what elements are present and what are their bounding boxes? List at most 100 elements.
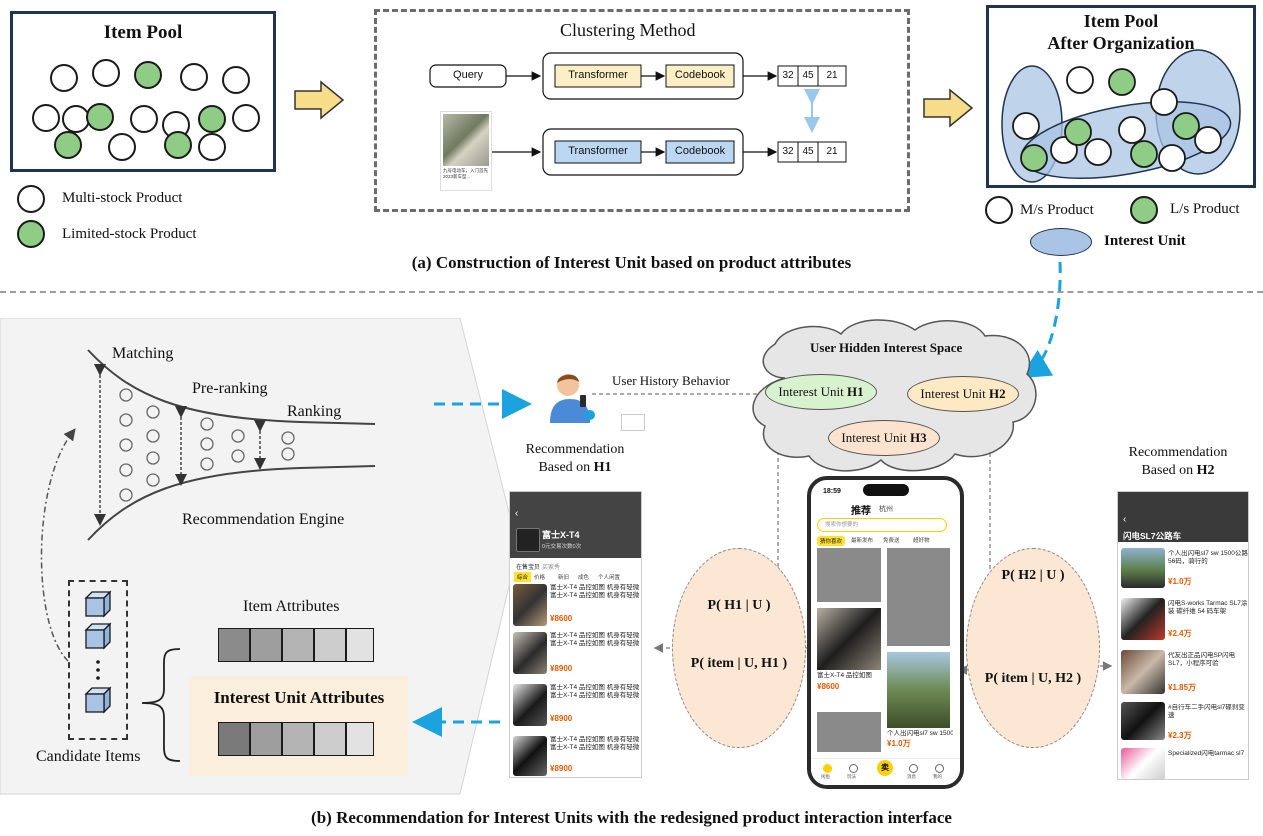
feed-card-bike[interactable] bbox=[887, 652, 950, 728]
legend-unit-icon bbox=[1030, 228, 1092, 256]
legend-ms-icon bbox=[985, 196, 1013, 224]
candidate-items-box bbox=[68, 580, 128, 740]
prob-ellipse-h2 bbox=[966, 548, 1100, 748]
product-price: ¥2.4万 bbox=[1168, 629, 1192, 638]
product-thumb[interactable] bbox=[1121, 548, 1165, 588]
chip[interactable]: 猜你喜欢 bbox=[817, 536, 846, 546]
organized-title-1: Item Pool bbox=[1083, 11, 1159, 31]
product-text: 代友出正品闪电SP闪电SL7，小程序可验 bbox=[1168, 652, 1236, 667]
product-text: Specialized闪电tarmac sl7 bbox=[1168, 750, 1245, 757]
product-text: 个人出闪电sl7 sw 1500公路 56码，骑行的 bbox=[1168, 550, 1248, 565]
device-placeholder bbox=[621, 414, 645, 431]
candidate-items-label: Candidate Items bbox=[36, 748, 141, 765]
legend-unit-label: Interest Unit bbox=[1104, 233, 1186, 249]
filter-chip[interactable]: 成色 bbox=[578, 575, 590, 581]
interest-unit-h3-label: Interest Unit H3 bbox=[828, 430, 940, 446]
filter-chip[interactable]: 综合 bbox=[514, 572, 532, 582]
notch bbox=[863, 484, 909, 496]
search-input[interactable] bbox=[817, 518, 947, 532]
feed-item2-price: ¥1.0万 bbox=[887, 739, 911, 748]
preranking-label: Pre-ranking bbox=[192, 380, 268, 397]
unit-prefix: Interest Unit bbox=[841, 430, 910, 445]
attr-cell bbox=[314, 628, 346, 662]
feed-item-title: 富士X-T4 品控如图 bbox=[817, 672, 872, 679]
limited-stock-product bbox=[134, 61, 162, 89]
p-item-h2-label: P( item | U, H2 ) bbox=[984, 671, 1082, 686]
unit-id: H1 bbox=[846, 384, 864, 399]
nav-label: 我的 bbox=[933, 774, 942, 779]
nav-profile-icon[interactable] bbox=[935, 764, 944, 773]
legend-multi-icon bbox=[17, 185, 45, 213]
product-thumb[interactable] bbox=[1121, 650, 1165, 694]
filter-chip[interactable]: 价格 bbox=[534, 575, 546, 581]
product-thumb[interactable] bbox=[1121, 702, 1165, 740]
based-on: Based on bbox=[1141, 463, 1197, 478]
legend-multi-label: Multi-stock Product bbox=[62, 190, 183, 206]
status-time: 18:59 bbox=[823, 488, 841, 495]
filter-chip[interactable]: 个人闲置 bbox=[598, 575, 621, 581]
attr-cell bbox=[314, 722, 346, 756]
phone-h2-header bbox=[1118, 492, 1248, 542]
unit-id: H2 bbox=[1196, 463, 1215, 478]
rec-h1-line2: Based on H1 bbox=[510, 460, 640, 476]
unit-prefix: Interest Unit bbox=[920, 386, 989, 401]
product-thumb[interactable] bbox=[1121, 748, 1165, 779]
multi-stock-product bbox=[108, 133, 136, 161]
chip[interactable]: 最新发布 bbox=[851, 538, 874, 544]
camera-thumb bbox=[516, 528, 540, 552]
nav-play-icon[interactable] bbox=[849, 764, 858, 773]
multi-stock-product bbox=[232, 104, 260, 132]
limited-stock-product bbox=[164, 131, 192, 159]
p-h1-u-label: P( H1 | U ) bbox=[707, 598, 771, 613]
chip[interactable]: 免费送 bbox=[883, 538, 900, 544]
nav-home-icon[interactable] bbox=[823, 764, 832, 773]
limited-stock-product bbox=[198, 105, 226, 133]
feedback-arrow bbox=[40, 428, 76, 662]
item-pool-box bbox=[10, 11, 276, 172]
user-avatar-icon bbox=[550, 374, 595, 423]
back-icon[interactable]: ‹ bbox=[515, 508, 519, 519]
sell-button[interactable]: 卖 bbox=[877, 760, 893, 776]
item-pool-title: Item Pool bbox=[103, 22, 183, 43]
caption-a: (a) Construction of Interest Unit based … bbox=[411, 253, 852, 272]
product-price: ¥1.0万 bbox=[1168, 577, 1192, 586]
phone-h1-tab[interactable]: 买家秀 bbox=[542, 565, 561, 571]
phone-h1-tab[interactable]: 在售宝贝 bbox=[516, 565, 541, 571]
multi-stock-product bbox=[222, 66, 250, 94]
feed-card-placeholder[interactable] bbox=[817, 548, 881, 602]
chip[interactable]: 超好物 bbox=[913, 538, 930, 544]
product-thumb[interactable] bbox=[513, 632, 547, 674]
feed-card-placeholder[interactable] bbox=[817, 712, 881, 752]
query-label: Query bbox=[453, 69, 483, 81]
clustering-title: Clustering Method bbox=[560, 20, 696, 40]
back-icon[interactable]: ‹ bbox=[1123, 514, 1127, 525]
rec-h2-line2: Based on H2 bbox=[1113, 463, 1243, 479]
tab-recommend[interactable]: 推荐 bbox=[851, 506, 871, 517]
product-text: 富士X-T4 品控如图 机身有轻微富士X-T4 品控如图 机身有轻微 bbox=[550, 736, 640, 751]
tab-city[interactable]: 杭州 bbox=[879, 506, 893, 513]
product-thumb[interactable] bbox=[513, 584, 547, 626]
transformer-label-top: Transformer bbox=[568, 69, 628, 81]
code-value: 21 bbox=[826, 146, 838, 157]
feed-card-camera[interactable] bbox=[817, 608, 881, 670]
engine-panel bbox=[0, 318, 519, 795]
nav-message-icon[interactable] bbox=[909, 764, 918, 773]
interest-units-diagram bbox=[1001, 49, 1241, 183]
legend-ls-icon bbox=[1130, 196, 1158, 224]
filter-chip[interactable]: 新旧 bbox=[558, 575, 570, 581]
product-thumb[interactable] bbox=[1121, 598, 1165, 640]
rec-h2-line1: Recommendation bbox=[1128, 445, 1228, 460]
product-price: ¥8900 bbox=[550, 664, 573, 673]
engine-label: Recommendation Engine bbox=[182, 511, 345, 528]
feed-card-placeholder[interactable] bbox=[887, 548, 950, 646]
code-value: 32 bbox=[782, 146, 794, 157]
product-price: ¥8900 bbox=[550, 764, 573, 773]
phone-center: 18:59 推荐 杭州 搜索你想要的 猜你喜欢 最新发布 免费送 超好物 富士X… bbox=[807, 476, 964, 789]
attr-cell bbox=[218, 628, 250, 662]
user-history-label: User History Behavior bbox=[612, 373, 730, 388]
product-thumb[interactable] bbox=[513, 684, 547, 726]
product-price: ¥8900 bbox=[550, 714, 573, 723]
product-thumb[interactable] bbox=[513, 736, 547, 776]
scooter-photo bbox=[443, 114, 489, 166]
